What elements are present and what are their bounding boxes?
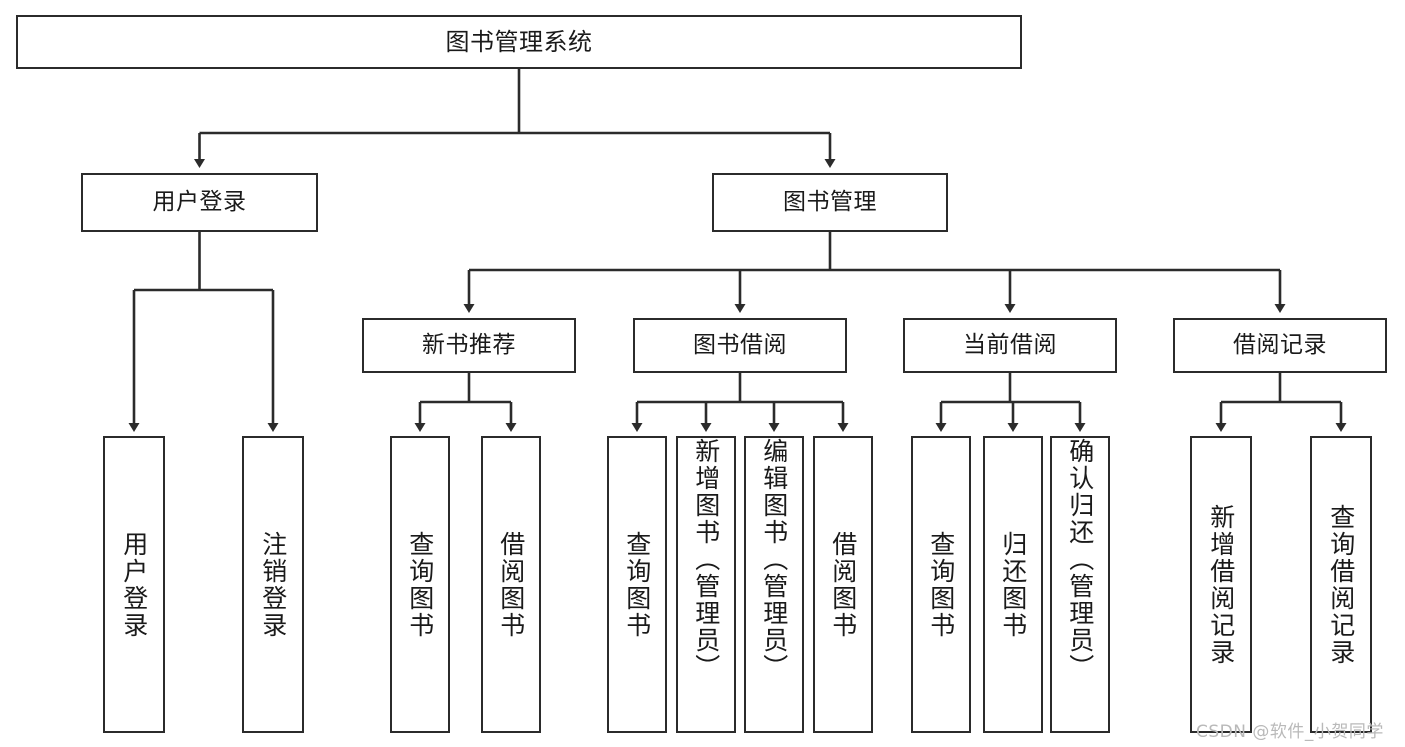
leaf-query-borrow-record[interactable]: 查询借阅记录 [1310,436,1372,733]
csdn-watermark: CSDN @软件_小贺同学 [1196,722,1384,742]
leaf-add-borrow-record[interactable]: 新增借阅记录 [1190,436,1252,733]
node-label: 新增借阅记录 [1206,503,1236,666]
leaf-add-book-admin[interactable]: 新增图书（管理员） [676,436,736,733]
node-label: 查询借阅记录 [1326,503,1356,666]
leaf-user-login[interactable]: 用户登录 [103,436,165,733]
node-book-management[interactable]: 图书管理 [712,173,948,232]
node-current-borrow[interactable]: 当前借阅 [903,318,1117,373]
node-label: 图书借阅 [693,331,787,358]
node-borrow-record[interactable]: 借阅记录 [1173,318,1387,373]
leaf-query-book[interactable]: 查询图书 [607,436,667,733]
node-root[interactable]: 图书管理系统 [16,15,1022,69]
node-label: 借阅图书 [828,530,858,639]
leaf-query-book-recommend[interactable]: 查询图书 [390,436,450,733]
node-label: 图书管理系统 [445,27,593,56]
leaf-borrow-book-recommend[interactable]: 借阅图书 [481,436,541,733]
node-label: 查询图书 [926,530,956,639]
node-label: 借阅图书 [496,530,526,639]
node-label: 查询图书 [405,530,435,639]
node-label: 用户登录 [119,530,149,639]
node-label: 图书管理 [783,188,877,215]
node-label: 确认归还（管理员） [1065,438,1095,681]
node-label: 当前借阅 [963,331,1057,358]
node-label: 借阅记录 [1233,331,1327,358]
node-user-login[interactable]: 用户登录 [81,173,318,232]
node-book-borrow[interactable]: 图书借阅 [633,318,847,373]
leaf-edit-book-admin[interactable]: 编辑图书（管理员） [744,436,804,733]
node-label: 新书推荐 [422,331,516,358]
node-label: 用户登录 [152,188,247,215]
node-new-book-recommend[interactable]: 新书推荐 [362,318,576,373]
node-label: 查询图书 [622,530,652,639]
leaf-return-book[interactable]: 归还图书 [983,436,1043,733]
leaf-user-logout[interactable]: 注销登录 [242,436,304,733]
leaf-confirm-return-admin[interactable]: 确认归还（管理员） [1050,436,1110,733]
leaf-borrow-book[interactable]: 借阅图书 [813,436,873,733]
node-label: 新增图书（管理员） [691,438,721,681]
leaf-query-book-current[interactable]: 查询图书 [911,436,971,733]
node-label: 编辑图书（管理员） [759,438,789,681]
node-label: 注销登录 [258,530,288,639]
node-label: 归还图书 [998,530,1028,639]
